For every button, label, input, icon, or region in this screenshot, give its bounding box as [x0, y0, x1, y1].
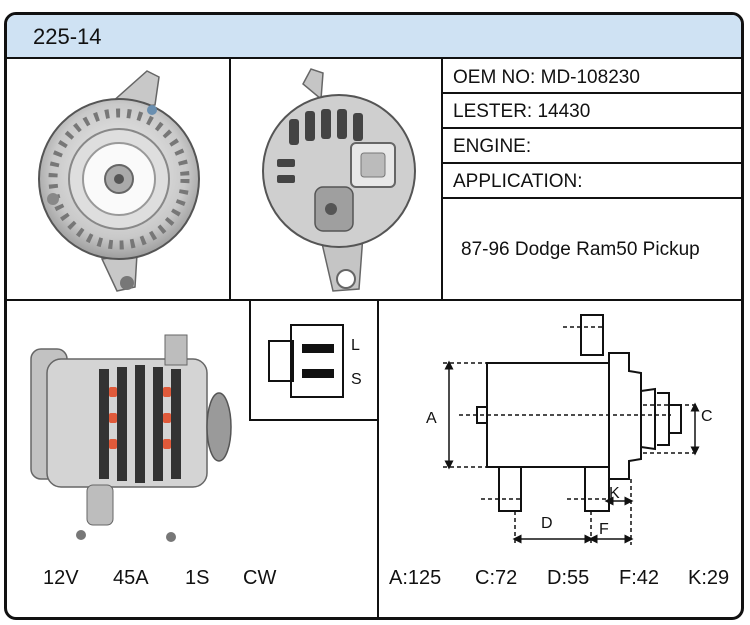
dimension-label-d: D: [541, 515, 553, 532]
application-value: 87-96 Dodge Ram50 Pickup: [461, 239, 700, 260]
spec-amperage: 45A: [113, 567, 149, 589]
divider-row4: [441, 197, 741, 199]
plug-box-bottom: [249, 419, 379, 421]
dimension-label-f: F: [599, 521, 609, 538]
dimension-label-a: A: [426, 410, 437, 427]
lester-number: LESTER: 14430: [453, 101, 591, 122]
plug-box-left: [249, 299, 251, 421]
header-bar: 225-14: [7, 15, 741, 59]
engine-label: ENGINE:: [453, 136, 532, 157]
spec-voltage: 12V: [43, 567, 79, 589]
alternator-front-view: [38, 70, 200, 292]
plug-terminal-l: L: [351, 337, 360, 354]
dim-d: D:55: [547, 567, 590, 589]
application-label: APPLICATION:: [453, 171, 583, 192]
divider-v3: [377, 299, 379, 617]
divider-v2: [441, 59, 443, 301]
divider-middle: [7, 299, 741, 301]
dim-k: K:29: [688, 567, 730, 589]
dim-f: F:42: [619, 567, 660, 589]
alternator-side-view: [30, 334, 232, 542]
dimension-label-c: C: [701, 408, 713, 425]
spec-rotation: CW: [243, 567, 277, 589]
dim-a: A:125: [389, 567, 442, 589]
divider-v1: [229, 59, 231, 301]
plug-connector-diagram: [268, 324, 344, 398]
spec-sheet: 225-14 OEM NO: MD-108230 LESTER: 14430 E…: [4, 12, 744, 620]
divider-row2: [441, 127, 741, 129]
divider-row3: [441, 162, 741, 164]
dim-c: C:72: [475, 567, 518, 589]
oem-number: OEM NO: MD-108230: [453, 67, 640, 88]
spec-plug: 1S: [185, 567, 210, 589]
plug-terminal-s: S: [351, 371, 362, 388]
alternator-rear-view: [262, 68, 416, 292]
dimension-label-k: K: [609, 485, 620, 502]
divider-row1: [441, 92, 741, 94]
part-number: 225-14: [33, 24, 102, 49]
dimension-drawing: [443, 314, 700, 545]
